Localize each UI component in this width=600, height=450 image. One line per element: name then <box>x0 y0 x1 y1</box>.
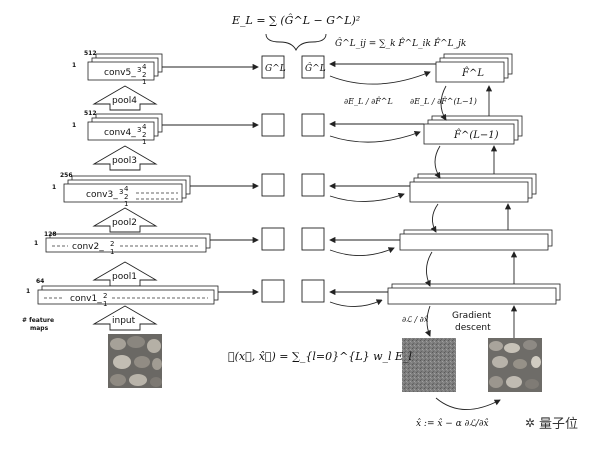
sub-conv1-1: 1 <box>103 300 107 308</box>
right-layer-2 <box>399 229 553 251</box>
label-conv1: conv1_ <box>70 294 102 304</box>
gram-box-Ghat1 <box>301 279 325 303</box>
gram-matrix-formula: Ĝ^L_ij = ∑_k F̂^L_ik F̂^L_jk <box>335 37 466 49</box>
label-conv4: conv4_ <box>104 128 136 138</box>
label-pool1: pool1 <box>112 272 137 282</box>
channels-conv5: 512 <box>84 50 97 57</box>
gram-Ghat-label: Ĝ^L <box>305 62 326 74</box>
gram-box-G3 <box>261 173 285 197</box>
Fhat-L-label: F̂^L <box>461 67 484 79</box>
label-pool3: pool3 <box>112 156 137 166</box>
sub-conv4-3: 3 <box>137 126 141 134</box>
watermark-icon: ✲ <box>524 415 535 430</box>
right-layer-5 <box>435 53 513 83</box>
sub-conv5-1: 1 <box>142 78 146 86</box>
style-loss-formula: E_L = ∑ (Ĝ^L − G^L)² <box>231 13 360 27</box>
row-one-conv1: 1 <box>26 288 30 295</box>
pool3-arrow <box>92 145 158 171</box>
feature-maps-label-1: # feature <box>22 317 54 324</box>
back-arrow-1-img <box>424 305 431 337</box>
descent-label: descent <box>455 323 491 333</box>
sub-conv4-1: 1 <box>142 138 146 146</box>
gram-G-label: G^L <box>265 64 286 74</box>
row-one-conv3: 1 <box>52 184 56 191</box>
sub-conv5-3: 3 <box>137 66 141 74</box>
back-arrow-3-2 <box>430 203 439 233</box>
gram-box-Ghat2 <box>301 227 325 251</box>
update-formula: x̂ := x̂ − α ∂ℒ/∂x̂ <box>416 418 489 429</box>
sub-conv2-2: 2 <box>110 240 114 248</box>
label-input: input <box>112 316 136 326</box>
channels-conv2: 128 <box>44 231 57 238</box>
channels-conv4: 512 <box>84 110 97 117</box>
Fhat-Lm1-label: F̂^(L−1) <box>453 129 499 141</box>
layer-conv4 <box>87 113 163 141</box>
right-layer-4 <box>423 115 523 145</box>
label-conv2: conv2_ <box>72 242 104 252</box>
brace <box>265 33 327 52</box>
sub-conv3-1: 1 <box>124 200 128 208</box>
feature-maps-label-2: maps <box>30 325 49 332</box>
gram-box-Ghat4 <box>301 113 325 137</box>
synth-stones-image <box>488 338 542 392</box>
layer-conv1 <box>37 285 219 305</box>
right-layer-1 <box>387 283 561 305</box>
watermark-text: 量子位 <box>538 417 578 432</box>
input-arrow <box>92 305 158 331</box>
gram-box-G1 <box>261 279 285 303</box>
pool1-arrow <box>92 261 158 287</box>
sub-conv5-4: 4 <box>142 63 147 71</box>
gradient-label: Gradient <box>452 311 492 321</box>
gram-box-G <box>261 55 285 79</box>
dE-dF-label: ∂E_L / ∂F̂^L <box>344 97 393 106</box>
sub-conv3-2: 2 <box>124 193 128 201</box>
noise-image <box>402 338 456 392</box>
grad-arrow-5 <box>329 71 431 85</box>
sub-conv4-4: 4 <box>142 123 147 131</box>
back-arrow-4-3 <box>434 145 441 179</box>
layer-conv2 <box>45 233 211 253</box>
label-pool2: pool2 <box>112 218 137 228</box>
label-conv5: conv5_ <box>104 68 136 78</box>
sub-conv3-4: 4 <box>124 185 129 193</box>
channels-conv1: 64 <box>36 278 44 285</box>
layer-conv5 <box>87 53 163 81</box>
sub-conv3-3: 3 <box>119 188 123 196</box>
input-stones-image <box>108 334 162 388</box>
label-pool4: pool4 <box>112 96 137 106</box>
gram-box-Ghat <box>301 55 325 79</box>
grad-arrow-2 <box>329 247 395 256</box>
sub-conv2-1: 1 <box>110 248 114 256</box>
dE-dFm1-label: ∂E_L / ∂F̂^(L−1) <box>410 97 477 106</box>
back-arrow-2-1 <box>424 251 433 287</box>
pool2-arrow <box>92 207 158 233</box>
row-one-conv2: 1 <box>34 240 38 247</box>
grad-arrow-4 <box>329 130 421 143</box>
label-conv3: conv3_ <box>86 190 118 200</box>
gram-box-Ghat3 <box>301 173 325 197</box>
sub-conv1-2: 2 <box>103 292 107 300</box>
sub-conv5-2: 2 <box>142 71 146 79</box>
gram-box-G2 <box>261 227 285 251</box>
dL-dx-label: ∂ℒ / ∂x̂ <box>402 315 429 324</box>
update-arrow <box>435 397 501 410</box>
layer-conv3 <box>63 175 191 203</box>
total-loss-formula: ℒ(x⃗, x̂⃗) = ∑_{l=0}^{L} w_l E_l <box>228 350 413 363</box>
sub-conv4-2: 2 <box>142 131 146 139</box>
grad-arrow-1 <box>329 299 383 307</box>
pool4-arrow <box>92 85 158 111</box>
gram-box-G4 <box>261 113 285 137</box>
channels-conv3: 256 <box>60 172 73 179</box>
watermark: ✲ 量子位 <box>524 413 578 433</box>
right-layer-3 <box>409 173 537 203</box>
back-arrow-5-4 <box>440 85 447 121</box>
grad-arrow-3 <box>329 192 405 202</box>
row-one-conv5: 1 <box>72 62 76 69</box>
row-one-conv4: 1 <box>72 122 76 129</box>
